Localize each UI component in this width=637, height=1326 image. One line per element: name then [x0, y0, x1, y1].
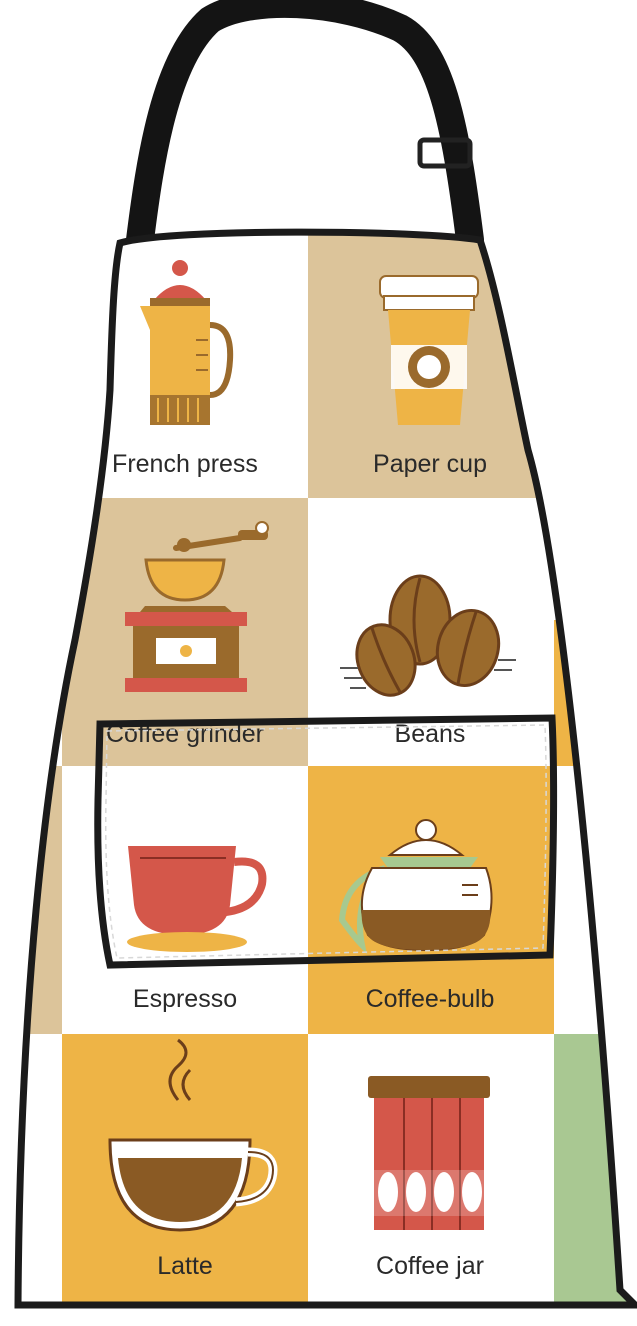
edge-fragment-icon: [600, 948, 610, 958]
tile-label-coffee-bulb: Coffee-bulb: [366, 985, 495, 1013]
espresso-cup-icon: [127, 846, 267, 952]
tile-label-paper-cup: Paper cup: [373, 450, 487, 478]
coffee-pot-icon: [338, 819, 493, 955]
paper-cup-icon: [379, 275, 479, 425]
coffee-grinder-icon: [125, 521, 269, 692]
tile-label-coffee-jar: Coffee jar: [376, 1252, 484, 1280]
tile-label-french-press: French press: [112, 450, 258, 478]
coffee-beans-icon: [340, 574, 516, 697]
tile-label-latte: Latte: [157, 1252, 213, 1280]
apron-binding: [14, 228, 637, 1309]
neck-strap: [126, 0, 484, 254]
tile-label-espresso: Espresso: [133, 985, 237, 1013]
french-press-icon: [140, 260, 234, 425]
latte-cup-icon: [108, 1038, 278, 1232]
front-pocket: [94, 714, 558, 969]
coffee-jar-icon: [368, 1076, 490, 1230]
tile-label-beans: Beans: [395, 720, 466, 748]
strap-buckle: [417, 137, 473, 169]
